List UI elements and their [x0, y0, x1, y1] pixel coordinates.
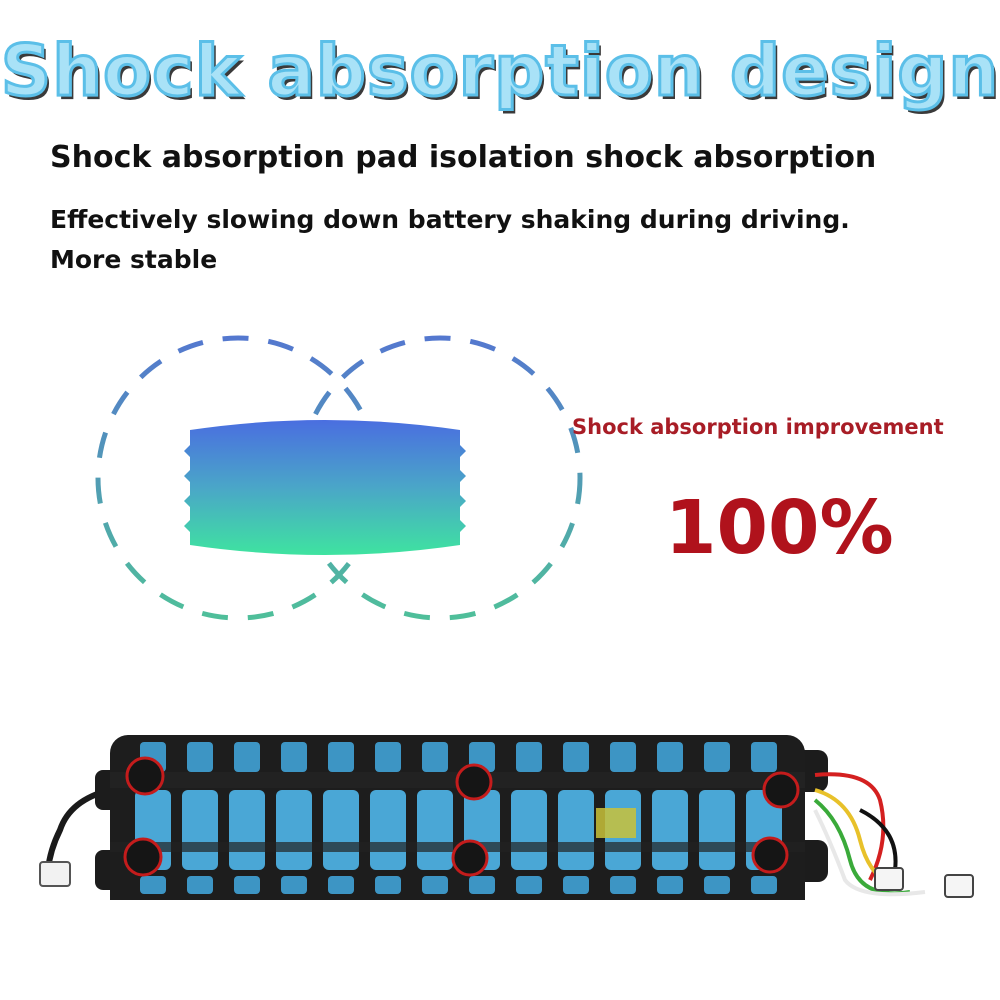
improvement-label: Shock absorption improvement [572, 415, 944, 439]
shock-pad-markers [123, 756, 800, 877]
description-line-1: Effectively slowing down battery shaking… [50, 205, 850, 234]
description-line-2: More stable [50, 245, 218, 274]
subheadline: Shock absorption pad isolation shock abs… [50, 140, 877, 175]
description: Effectively slowing down battery shaking… [50, 200, 930, 280]
page-headline: Shock absorption design [0, 29, 1000, 114]
left-cable-icon [39, 787, 111, 887]
improvement-value: 100% [665, 485, 894, 571]
right-wires-icon [813, 772, 974, 898]
shock-pad-icon [184, 420, 466, 555]
